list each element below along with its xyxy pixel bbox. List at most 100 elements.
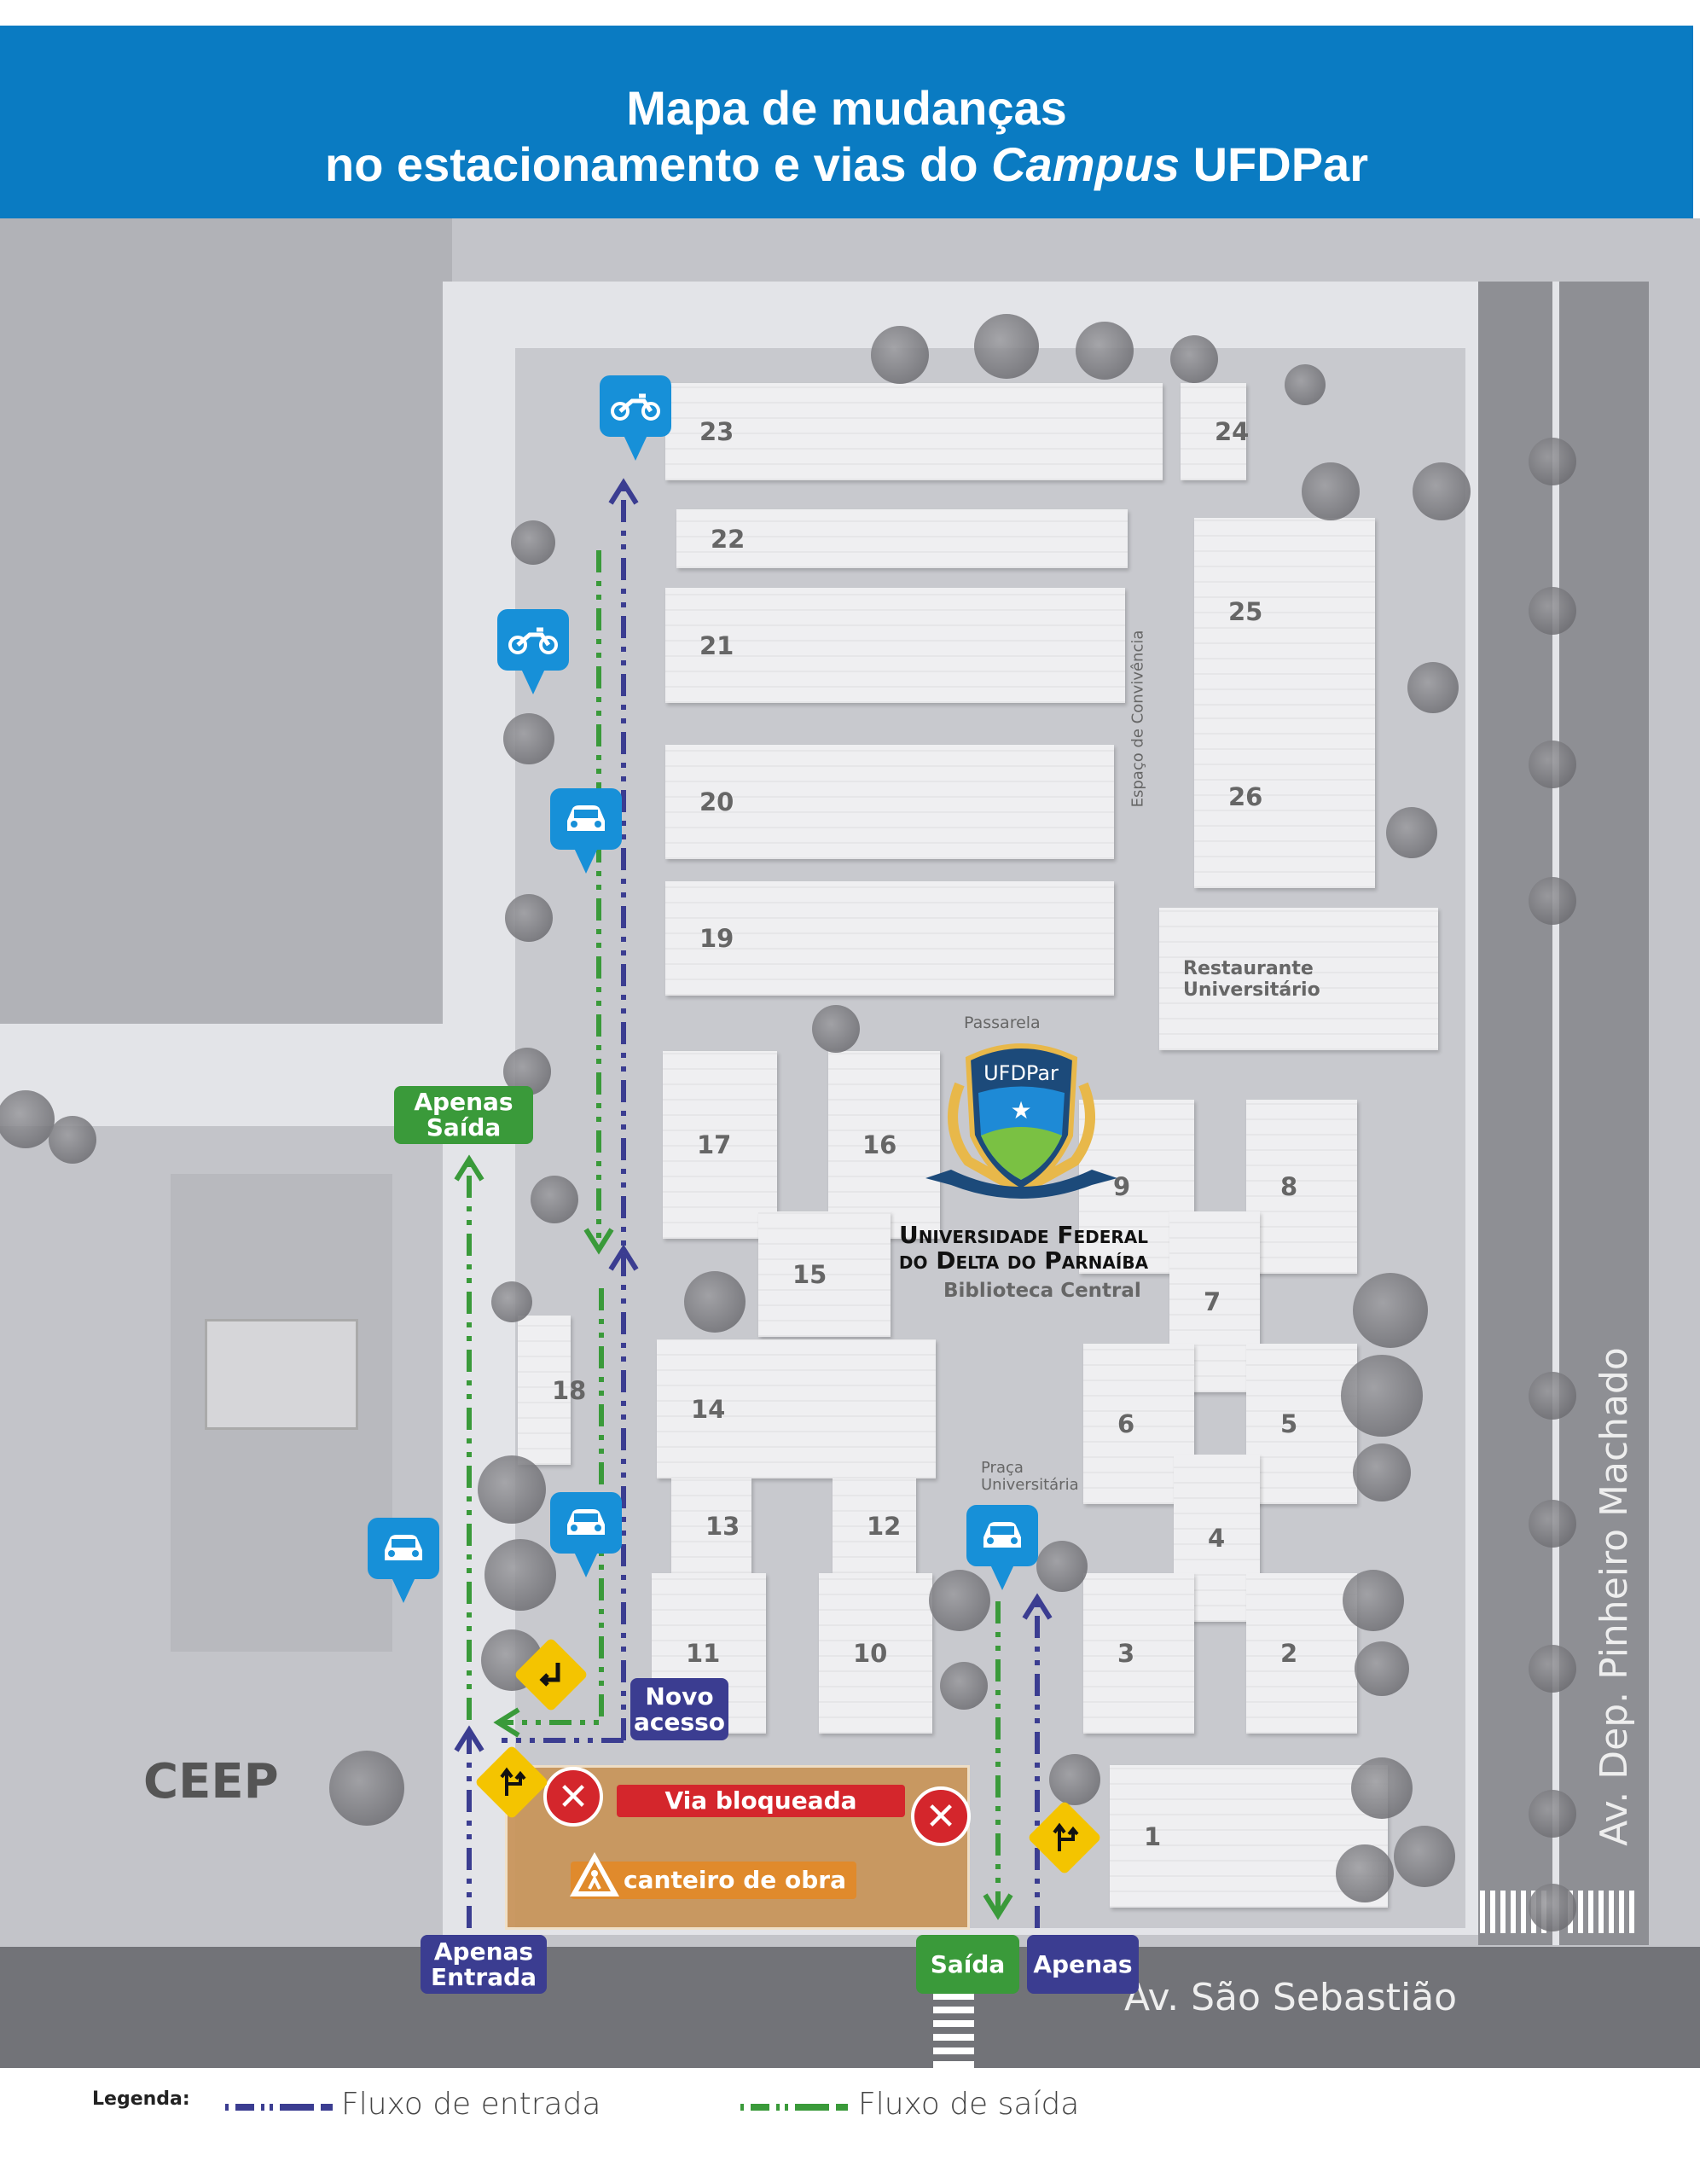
university-name: Universidade Federal do Delta do Parnaíb… [870,1223,1177,1274]
car-parking-marker[interactable] [550,1492,622,1577]
university-name-line1: Universidade Federal [898,1221,1149,1249]
building-label: 11 [686,1639,721,1668]
tree-icon [974,314,1039,379]
tree-icon [1302,462,1360,520]
entrada-arrows [454,478,1053,1752]
tree-icon [1529,741,1576,788]
flow-lines [454,478,1053,1928]
building-16: 16 [828,1051,940,1239]
canteiro-de-obra-banner: canteiro de obra [571,1862,856,1899]
saida-sign: Saída [916,1935,1019,1994]
building-label: 26 [1228,782,1263,811]
building-5: 5 [1246,1344,1357,1504]
building-label: 24 [1215,417,1250,446]
tree-icon [871,326,929,384]
building-label: 16 [862,1130,897,1159]
label-passarela: Passarela [964,1014,1041,1032]
building-label: 1 [1144,1821,1162,1851]
motorcycle-parking-marker[interactable] [600,375,671,461]
building-15: 15 [758,1211,891,1337]
building-label: 2 [1280,1639,1298,1668]
building-label: 22 [711,524,746,554]
building-19: 19 [665,881,1114,996]
tree-icon [1529,587,1576,635]
soccer-field [205,1319,358,1430]
building-3: 3 [1083,1573,1194,1734]
tree-icon [1036,1541,1088,1592]
tree-icon [1413,462,1471,520]
building-17: 17 [663,1051,777,1239]
building-14: 14 [657,1339,936,1478]
building-label: 5 [1280,1409,1298,1438]
legend: Legenda: Fluxo de entrada Fluxo de saída [0,2068,1700,2184]
car-icon [567,1509,605,1535]
building-13: 13 [671,1478,751,1573]
building-label: 19 [699,924,734,953]
label-biblioteca: Biblioteca Central [943,1280,1141,1302]
tree-icon [1341,1355,1423,1437]
tree-icon [1529,438,1576,485]
car-parking-marker[interactable] [368,1518,439,1603]
blocked-x-icon-left: ✕ [543,1767,603,1827]
legend-saida-label: Fluxo de saída [858,2087,1080,2122]
building-label: 9 [1113,1172,1131,1201]
tree-icon [511,520,555,565]
building-25: 25 [1194,518,1375,706]
car-icon [983,1522,1021,1548]
tree-icon [812,1005,860,1053]
tree-icon [1353,1273,1428,1348]
building-20: 20 [665,745,1114,859]
crest-icon: UFDPar ★ [925,1043,1117,1199]
tree-icon [1076,322,1134,380]
blocked-x-icon-right: ✕ [911,1786,971,1846]
tree-icon [329,1751,404,1826]
building-label: 23 [699,417,734,446]
tree-icon [684,1271,746,1333]
header-banner: Mapa de mudanças no estacionamento e via… [0,26,1693,218]
fork-sign-icon [474,1745,549,1820]
building-label: 6 [1117,1409,1135,1438]
building-label: 14 [691,1394,726,1424]
title-line-2: no estacionamento e vias do Campus UFDPa… [325,137,1368,191]
motorcycle-icon [611,393,660,421]
svg-text:★: ★ [1010,1096,1031,1124]
tree-icon [1170,335,1218,383]
building-label: 4 [1208,1524,1226,1553]
warning-worker-icon [567,1850,622,1902]
tree-icon [1394,1826,1455,1887]
via-bloqueada-banner: Via bloqueada [617,1785,905,1817]
legend-entrada-label: Fluxo de entrada [341,2087,601,2122]
university-logo: UFDPar ★ [925,1033,1117,1204]
tree-icon [0,1090,55,1148]
tree-icon [1529,1884,1576,1931]
tree-icon [503,713,554,764]
building-26: 26 [1194,706,1375,888]
car-parking-marker[interactable] [966,1505,1038,1590]
tree-icon [478,1455,546,1524]
tree-icon [929,1570,990,1631]
car-parking-marker[interactable] [550,788,622,874]
building-label: 15 [792,1259,827,1289]
legend-saida-line [740,2104,848,2111]
label-praca: Praça Universitária [981,1459,1079,1494]
tree-icon [1355,1641,1409,1696]
tree-icon [1285,364,1326,405]
motorcycle-parking-marker[interactable] [497,609,569,694]
university-name-line2: do Delta do Parnaíba [898,1246,1149,1275]
tree-icon [505,894,553,942]
building-label: Restaurante Universitário [1183,957,1320,1001]
turn-sign-icon [513,1637,589,1712]
building-label: 12 [867,1511,902,1541]
bottom-road [0,1947,1700,2068]
building-24: 24 [1181,383,1250,480]
left-lot [0,218,452,1024]
entrada-flow [467,486,1040,1928]
building-label: 25 [1228,597,1263,626]
svg-text:UFDPar: UFDPar [983,1061,1059,1085]
road-divider [1552,282,1559,1945]
tree-icon [1353,1443,1411,1502]
tree-icon [1407,662,1459,713]
tree-icon [1049,1754,1100,1805]
legend-entrada-line [225,2104,333,2111]
